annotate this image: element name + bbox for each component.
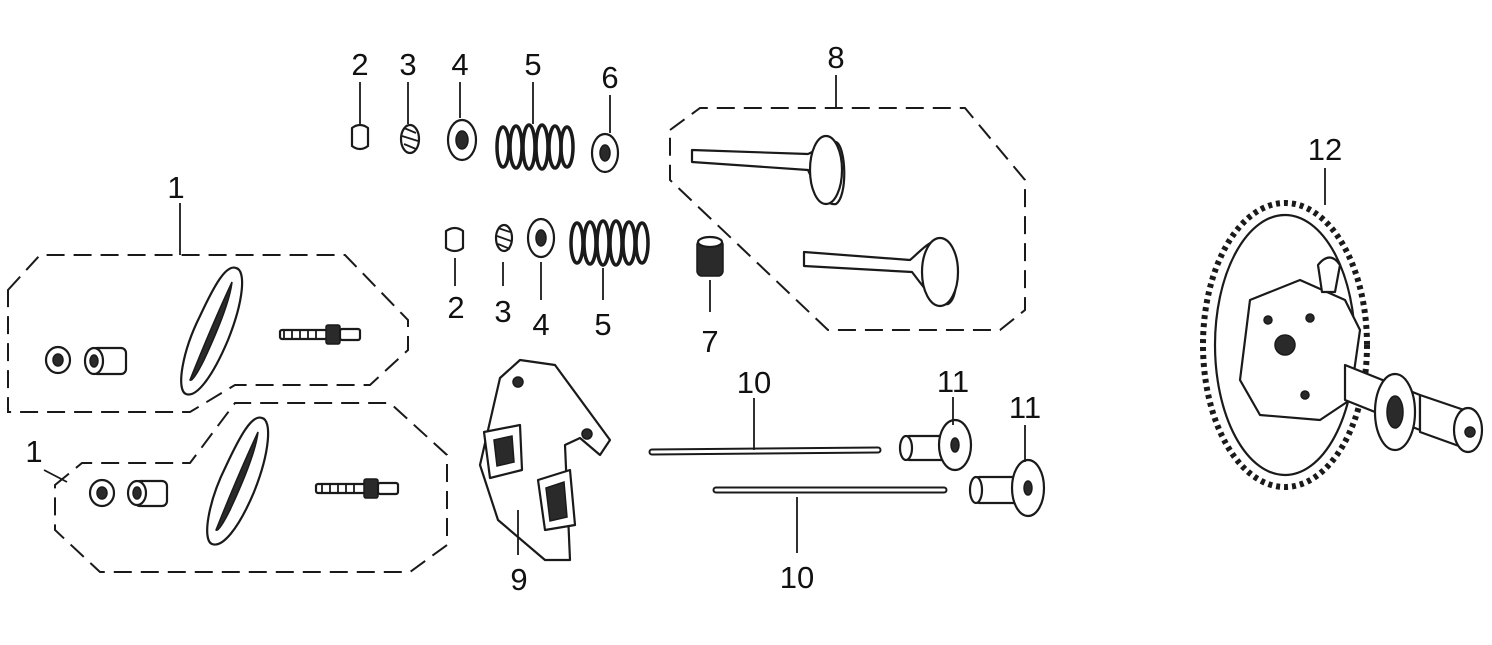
- push-rod-upper: [648, 446, 882, 456]
- callout-10-lower: 10: [780, 560, 814, 595]
- exhaust-valve: [802, 236, 960, 308]
- rocker-arm-assembly-lower: [54, 402, 448, 573]
- camshaft-gear-assembly: [1200, 200, 1484, 490]
- nut-lower: [88, 478, 116, 508]
- valve-keeper-lower: [444, 226, 465, 253]
- tappet-upper: [898, 418, 973, 472]
- callout-3-upper: 3: [399, 47, 416, 82]
- callout-5-upper: 5: [524, 47, 541, 82]
- callout-9: 9: [510, 562, 527, 597]
- rocker-arm-upper: [180, 266, 244, 396]
- valve-keeper-upper: [350, 123, 370, 151]
- rocker-arm-assembly-upper: [7, 254, 409, 413]
- spring-seat-washer: [590, 132, 620, 174]
- valve-collet-lower: [494, 223, 514, 253]
- callout-11-lower: 11: [1009, 390, 1041, 425]
- callout-5-lower: 5: [594, 307, 611, 342]
- rocker-stud-lower: [314, 478, 400, 499]
- valve-spring-upper: [495, 123, 575, 171]
- group-outline-1-lower: [54, 402, 448, 573]
- callout-1-lower: 1: [25, 434, 42, 469]
- pivot-bushing-upper: [83, 346, 128, 376]
- callout-2-lower: 2: [447, 290, 464, 325]
- callout-1-upper: 1: [167, 170, 184, 205]
- group-outline-1-upper: [7, 254, 409, 413]
- nut-upper: [44, 345, 72, 375]
- callout-7: 7: [701, 324, 718, 359]
- rocker-support-plate: [478, 358, 612, 562]
- valve-stem-seal: [696, 235, 724, 277]
- callout-labels: 1 1 2 2 3 3 4 4 5 5 6 7 8 9 10 10 11 11 …: [25, 40, 1342, 597]
- tappet-lower: [968, 458, 1046, 518]
- callout-4-upper: 4: [451, 47, 468, 82]
- intake-valve: [690, 134, 846, 206]
- callout-2-upper: 2: [351, 47, 368, 82]
- callout-3-lower: 3: [494, 294, 511, 329]
- rocker-arm-lower: [206, 416, 270, 546]
- pivot-bushing-lower: [126, 479, 169, 508]
- callout-11-upper: 11: [937, 364, 969, 399]
- callout-12: 12: [1308, 132, 1342, 167]
- spring-retainer-lower: [526, 217, 556, 259]
- spring-retainer-upper: [446, 118, 478, 162]
- callout-4-lower: 4: [532, 307, 549, 342]
- callout-8: 8: [827, 40, 844, 75]
- valve-set: [669, 107, 1026, 331]
- group-outline-8: [669, 107, 1026, 331]
- callout-10-upper: 10: [737, 365, 771, 400]
- leader-lines: [43, 75, 1326, 555]
- callout-6: 6: [601, 60, 618, 95]
- valve-spring-lower: [569, 219, 650, 267]
- valve-collet-upper: [399, 123, 421, 155]
- rocker-stud-upper: [278, 324, 362, 345]
